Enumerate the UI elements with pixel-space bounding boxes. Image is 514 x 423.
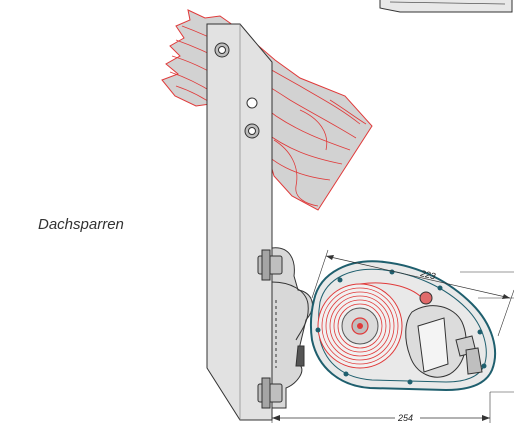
wall-bracket <box>257 247 313 409</box>
bolt-upper <box>214 42 230 58</box>
cropped-component-top-right <box>379 0 513 13</box>
dimension-housing: 223 <box>311 249 514 337</box>
rafter-label: Dachsparren <box>38 216 124 233</box>
cassette-housing <box>309 260 497 392</box>
mounting-plate-body <box>206 23 273 421</box>
housing-clips <box>315 269 487 385</box>
mounting-plate <box>206 23 273 421</box>
dimension-label-254: 254 <box>397 413 413 423</box>
dimension-width: 254 <box>271 392 491 423</box>
dimension-label-223: 223 <box>419 268 437 281</box>
hole-middle <box>246 97 258 109</box>
bolt-middle <box>244 123 260 139</box>
reference-lines <box>460 271 514 393</box>
fabric-roll <box>317 283 403 369</box>
arm-mechanism <box>405 305 483 378</box>
